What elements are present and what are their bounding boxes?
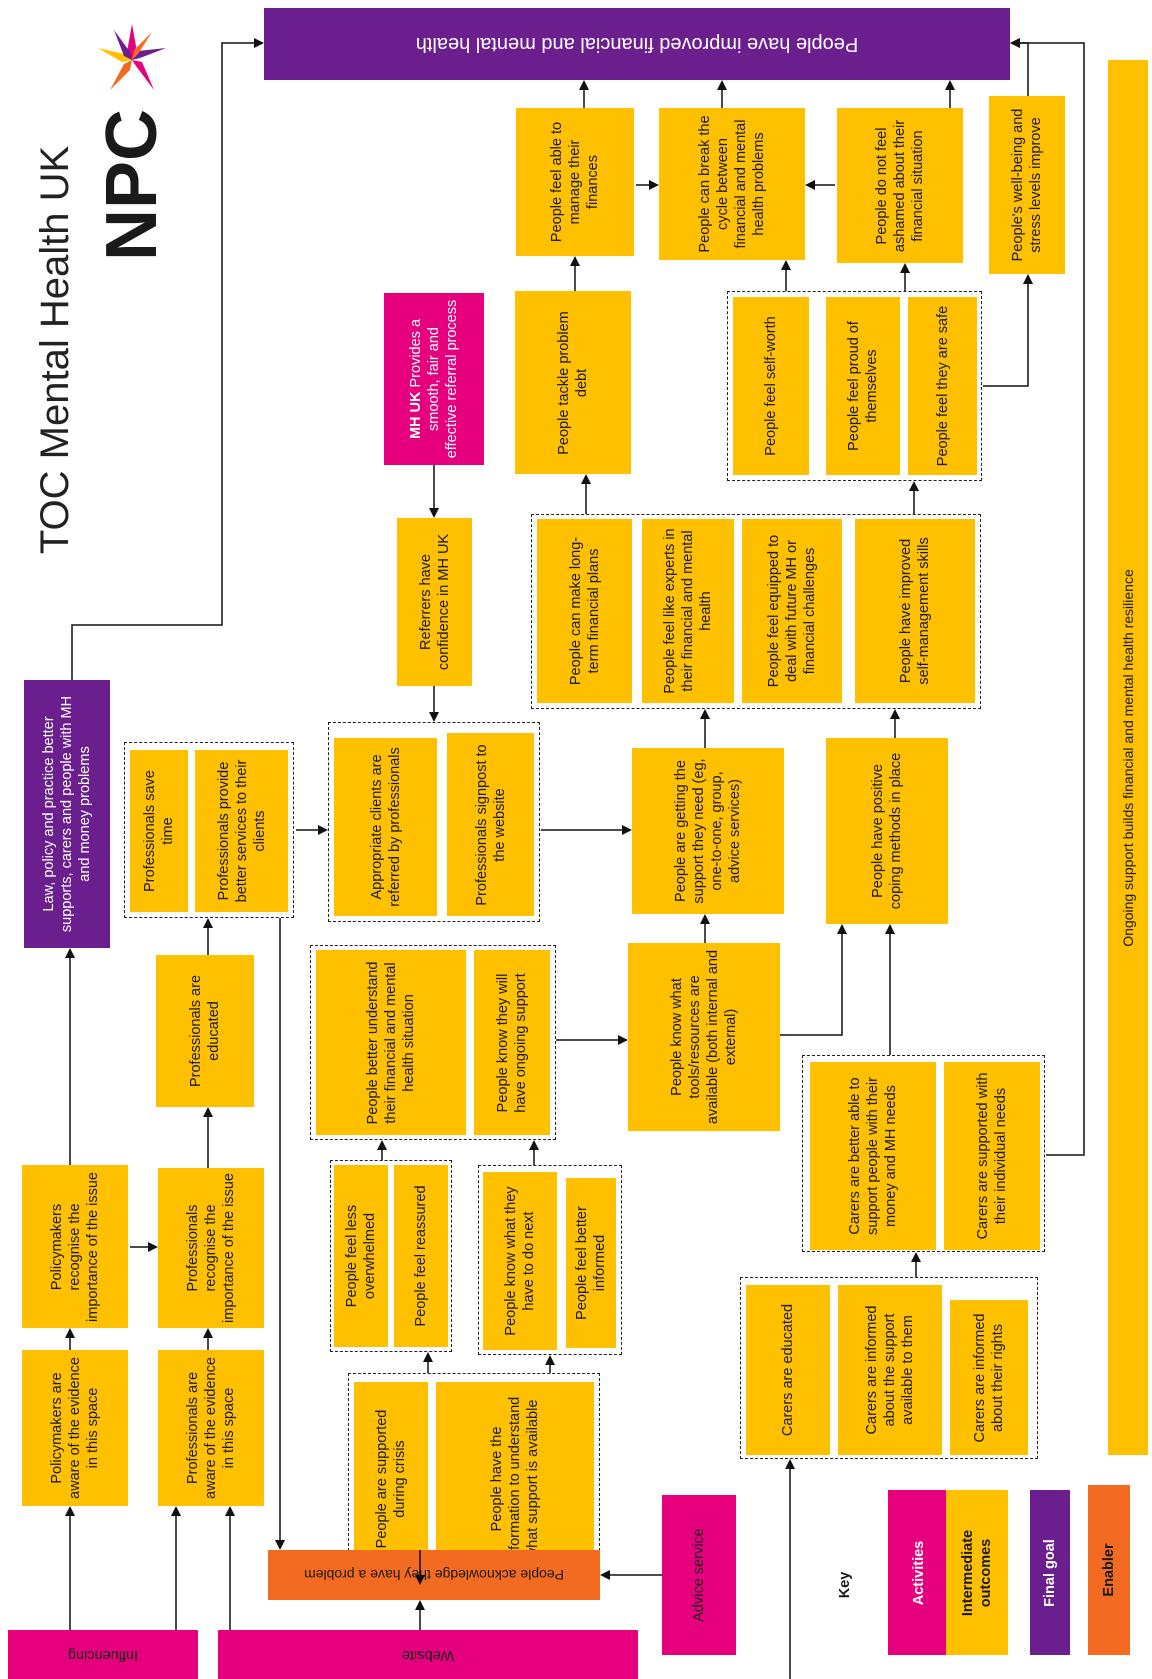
proud-box: People feel proud of themselves	[826, 297, 900, 475]
professionals-educated-box: Professionals are educated	[156, 955, 254, 1107]
enabler-acknowledge-box: People acknowledge they have a problem	[268, 1550, 600, 1600]
npc-logo: NPC	[92, 20, 172, 261]
better-understand-box: People better understand their financial…	[316, 950, 466, 1135]
getting-support-box: People are getting the support they need…	[632, 748, 784, 914]
ongoing-support-box: People know they will have ongoing suppo…	[474, 950, 550, 1135]
have-information-box: People have the information to understan…	[436, 1382, 594, 1576]
know-tools-box: People know what tools/resources are ava…	[628, 943, 780, 1131]
better-informed-box: People feel better informed	[566, 1178, 616, 1348]
break-cycle-box: People can break the cycle between finan…	[659, 108, 805, 260]
final-goal-box: People have improved financial and menta…	[264, 8, 1010, 80]
activity-influencing: Influencing	[8, 1630, 198, 1679]
key-enabler: Enabler	[1088, 1485, 1130, 1655]
appropriate-clients-box: Appropriate clients are referred by prof…	[334, 738, 437, 916]
arrow-wellbeing-goal	[1010, 38, 1029, 96]
know-next-box: People know what they have to do next	[483, 1172, 557, 1350]
activity-website: Website	[218, 1630, 638, 1679]
less-overwhelmed-box: People feel less overwhelmed	[334, 1165, 388, 1347]
wellbeing-box: People's well-being and stress levels im…	[989, 96, 1065, 274]
group-self-feelings	[727, 291, 982, 481]
professionals-recognise-box: Professionals recognise the importance o…	[158, 1168, 264, 1328]
carers-supported-box: Carers are supported with their individu…	[944, 1062, 1040, 1250]
tackle-debt-box: People tackle problem debt	[515, 291, 631, 474]
group-reassured	[330, 1160, 452, 1352]
supported-crisis-box: People are supported during crisis	[354, 1382, 428, 1576]
self-management-box: People have improved self-management ski…	[855, 519, 975, 703]
feel-experts-box: People feel like experts in their financ…	[642, 519, 734, 703]
mhuk-referral-activity: MH UK Provides a smooth, fair and effect…	[384, 293, 484, 465]
arrow-carers-goal	[1010, 38, 1085, 1156]
group-carers-informed	[740, 1277, 1038, 1459]
arrow-safe-wellbeing	[983, 274, 1033, 387]
positive-coping-box: People have positive coping methods in p…	[826, 738, 948, 924]
professionals-aware-box: Professionals are aware of the evidence …	[158, 1350, 264, 1506]
group-referrals	[328, 722, 540, 922]
feel-reassured-box: People feel reassured	[394, 1165, 448, 1347]
professionals-signpost-box: Professionals signpost to the website	[447, 733, 534, 916]
carers-informed-support-box: Carers are informed about the support av…	[838, 1285, 942, 1455]
feel-equipped-box: People feel equipped to deal with future…	[742, 519, 842, 703]
carers-better-able-box: Carers are better able to support people…	[810, 1062, 936, 1250]
arrow-law-goal	[71, 38, 264, 680]
manage-finances-box: People feel able to manage their finance…	[516, 108, 634, 256]
policymakers-recognise-box: Policymakers recognise the importance of…	[22, 1165, 128, 1328]
long-term-plans-box: People can make long-term financial plan…	[537, 519, 632, 703]
npc-star-icon	[98, 24, 166, 90]
safe-box: People feel they are safe	[908, 297, 977, 475]
group-professionals-benefits	[124, 742, 294, 918]
self-worth-box: People feel self-worth	[733, 297, 809, 475]
carers-educated-box: Carers are educated	[746, 1285, 830, 1455]
policymakers-aware-box: Policymakers are aware of the evidence i…	[22, 1350, 128, 1506]
not-ashamed-box: People do not feel ashamed about their f…	[837, 108, 963, 263]
key-intermediate: Intermediate outcomes	[946, 1490, 1008, 1655]
key-final-goal: Final goal	[1030, 1490, 1070, 1655]
arrow-tools-coping	[780, 924, 847, 1036]
referrers-confidence-box: Referrers have confidence in MH UK	[397, 518, 472, 686]
professionals-save-time-box: Professionals save time	[130, 750, 188, 912]
activity-advice-service: Advice service	[662, 1495, 736, 1655]
group-informed	[478, 1165, 622, 1355]
group-long-term	[531, 514, 981, 709]
carers-informed-rights-box: Carers are informed about their rights	[950, 1300, 1028, 1455]
resilience-bar: Ongoing support builds financial and men…	[1108, 60, 1148, 1455]
group-understanding	[310, 945, 556, 1140]
law-policy-box: Law, policy and practice better supports…	[24, 680, 110, 948]
group-carers-support	[802, 1055, 1045, 1252]
professionals-better-services-box: Professionals provide better services to…	[195, 750, 288, 912]
key-activities: Activities	[888, 1490, 950, 1655]
